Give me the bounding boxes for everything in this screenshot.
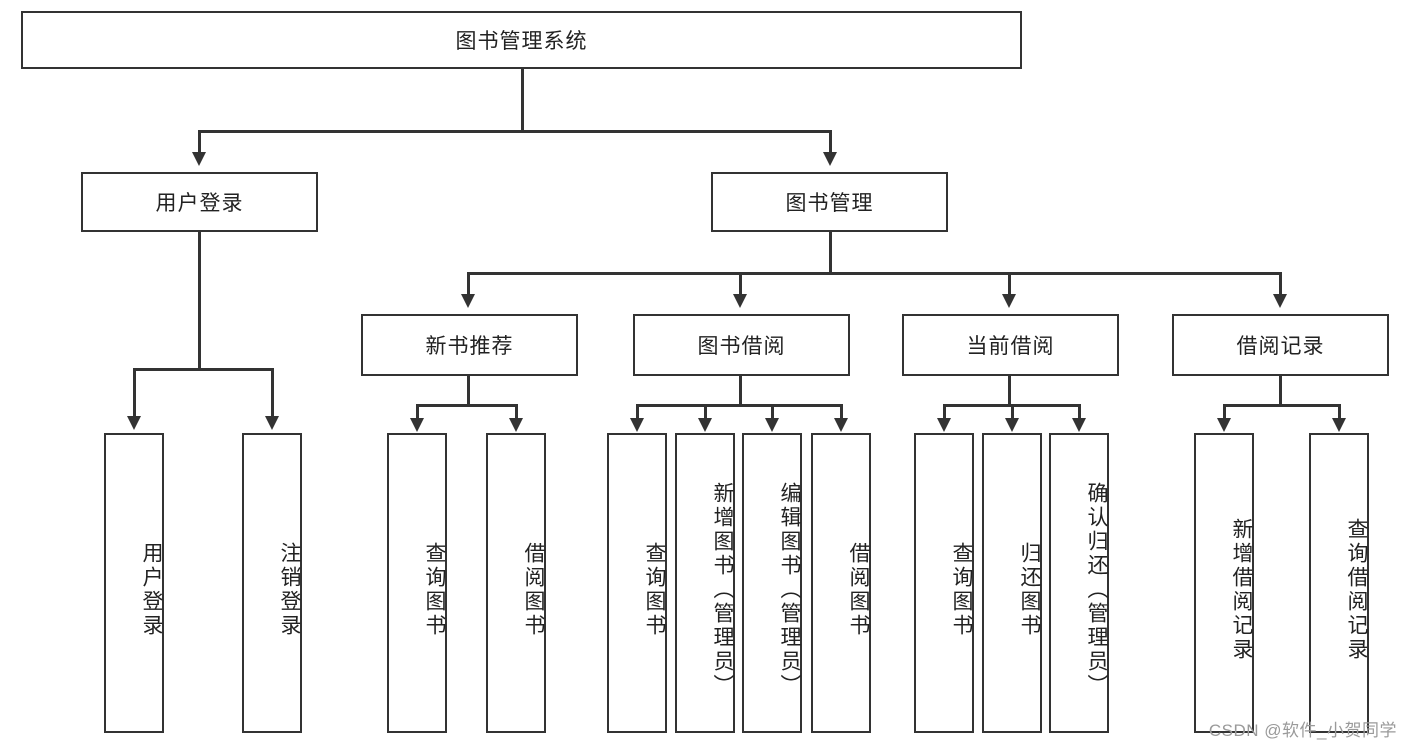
node-label: 注销登录 <box>278 542 301 638</box>
leaf-new-book-query[interactable]: 查询图书 <box>387 433 447 733</box>
edge-current-borrow-stem <box>1008 376 1011 406</box>
edge-current-borrow-to-leaf-2 <box>1011 404 1014 420</box>
node-label: 图书借阅 <box>697 335 786 358</box>
leaf-book-borrow-edit[interactable]: 编辑图书（管理员） <box>742 433 802 733</box>
node-label: 查询借阅记录 <box>1345 518 1368 662</box>
edge-root-bus <box>198 130 832 133</box>
edge-current-borrow-to-leaf-1 <box>943 404 946 420</box>
node-label: 图书管理 <box>785 192 874 215</box>
watermark: CSDN @软件_小贺同学 <box>1208 721 1397 740</box>
edge-book-borrow-to-leaf-2 <box>704 404 707 420</box>
arrowhead-bm-to-book-borrow <box>733 294 747 308</box>
edge-new-book-bus <box>416 404 518 407</box>
node-label: 确认归还（管理员） <box>1085 482 1108 698</box>
edge-user-login-to-leaf-1 <box>133 368 136 418</box>
edge-book-borrow-to-leaf-3 <box>771 404 774 420</box>
leaf-user-login-logout[interactable]: 注销登录 <box>242 433 302 733</box>
node-label: 借阅图书 <box>847 542 870 638</box>
node-label: 借阅图书 <box>522 542 545 638</box>
node-label: 当前借阅 <box>966 335 1055 358</box>
edge-borrow-record-bus <box>1223 404 1340 407</box>
node-new-book-recommend[interactable]: 新书推荐 <box>361 314 578 376</box>
edge-bm-to-book-borrow <box>739 272 742 296</box>
node-current-borrow[interactable]: 当前借阅 <box>902 314 1119 376</box>
leaf-current-borrow-return[interactable]: 归还图书 <box>982 433 1042 733</box>
edge-root-to-book-management <box>829 130 832 154</box>
arrowhead-book-borrow-leaf-1 <box>630 418 644 432</box>
arrowhead-user-login-leaf-2 <box>265 416 279 430</box>
edge-borrow-record-to-leaf-2 <box>1338 404 1341 420</box>
leaf-borrow-record-add[interactable]: 新增借阅记录 <box>1194 433 1254 733</box>
edge-borrow-record-to-leaf-1 <box>1223 404 1226 420</box>
leaf-book-borrow-borrow[interactable]: 借阅图书 <box>811 433 871 733</box>
edge-root-stem <box>521 69 524 132</box>
node-borrow-record[interactable]: 借阅记录 <box>1172 314 1389 376</box>
edge-borrow-record-stem <box>1279 376 1282 406</box>
edge-book-management-bus <box>467 272 1281 275</box>
leaf-book-borrow-add[interactable]: 新增图书（管理员） <box>675 433 735 733</box>
node-label: 查询图书 <box>643 542 666 638</box>
edge-book-borrow-stem <box>739 376 742 406</box>
edge-user-login-stem <box>198 232 201 370</box>
arrowhead-bm-to-borrow-record <box>1273 294 1287 308</box>
edge-new-book-to-leaf-2 <box>515 404 518 420</box>
arrowhead-borrow-record-leaf-2 <box>1332 418 1346 432</box>
edge-bm-to-new-book <box>467 272 470 296</box>
edge-bm-to-borrow-record <box>1279 272 1282 296</box>
node-label: 借阅记录 <box>1236 335 1325 358</box>
arrowhead-new-book-leaf-1 <box>410 418 424 432</box>
node-label: 查询图书 <box>423 542 446 638</box>
arrowhead-root-to-book-management <box>823 152 837 166</box>
arrowhead-book-borrow-leaf-2 <box>698 418 712 432</box>
edge-user-login-bus <box>133 368 273 371</box>
edge-user-login-to-leaf-2 <box>271 368 274 418</box>
edge-root-to-user-login <box>198 130 201 154</box>
node-label: 新增借阅记录 <box>1230 518 1253 662</box>
node-label: 新增图书（管理员） <box>711 482 734 698</box>
arrowhead-borrow-record-leaf-1 <box>1217 418 1231 432</box>
node-book-management[interactable]: 图书管理 <box>711 172 948 232</box>
node-book-borrow[interactable]: 图书借阅 <box>633 314 850 376</box>
node-root-book-management-system[interactable]: 图书管理系统 <box>21 11 1022 69</box>
node-label: 查询图书 <box>950 542 973 638</box>
node-label: 编辑图书（管理员） <box>778 482 801 698</box>
leaf-user-login-login[interactable]: 用户登录 <box>104 433 164 733</box>
edge-book-borrow-to-leaf-4 <box>840 404 843 420</box>
edge-book-management-stem <box>829 232 832 274</box>
arrowhead-book-borrow-leaf-4 <box>834 418 848 432</box>
arrowhead-book-borrow-leaf-3 <box>765 418 779 432</box>
node-label: 图书管理系统 <box>455 30 588 53</box>
node-label: 用户登录 <box>155 192 244 215</box>
node-label: 用户登录 <box>140 542 163 638</box>
leaf-current-borrow-query[interactable]: 查询图书 <box>914 433 974 733</box>
arrowhead-current-borrow-leaf-1 <box>937 418 951 432</box>
leaf-new-book-borrow[interactable]: 借阅图书 <box>486 433 546 733</box>
edge-book-borrow-to-leaf-1 <box>636 404 639 420</box>
node-user-login[interactable]: 用户登录 <box>81 172 318 232</box>
node-label: 归还图书 <box>1018 542 1041 638</box>
arrowhead-current-borrow-leaf-2 <box>1005 418 1019 432</box>
arrowhead-bm-to-new-book <box>461 294 475 308</box>
edge-new-book-stem <box>467 376 470 406</box>
arrowhead-bm-to-current-borrow <box>1002 294 1016 308</box>
leaf-book-borrow-query[interactable]: 查询图书 <box>607 433 667 733</box>
arrowhead-user-login-leaf-1 <box>127 416 141 430</box>
arrowhead-new-book-leaf-2 <box>509 418 523 432</box>
arrowhead-current-borrow-leaf-3 <box>1072 418 1086 432</box>
edge-book-borrow-bus <box>636 404 843 407</box>
leaf-borrow-record-query[interactable]: 查询借阅记录 <box>1309 433 1369 733</box>
edge-current-borrow-to-leaf-3 <box>1078 404 1081 420</box>
edge-new-book-to-leaf-1 <box>416 404 419 420</box>
leaf-current-borrow-confirm-return[interactable]: 确认归还（管理员） <box>1049 433 1109 733</box>
arrowhead-root-to-user-login <box>192 152 206 166</box>
node-label: 新书推荐 <box>425 335 514 358</box>
edge-bm-to-current-borrow <box>1008 272 1011 296</box>
